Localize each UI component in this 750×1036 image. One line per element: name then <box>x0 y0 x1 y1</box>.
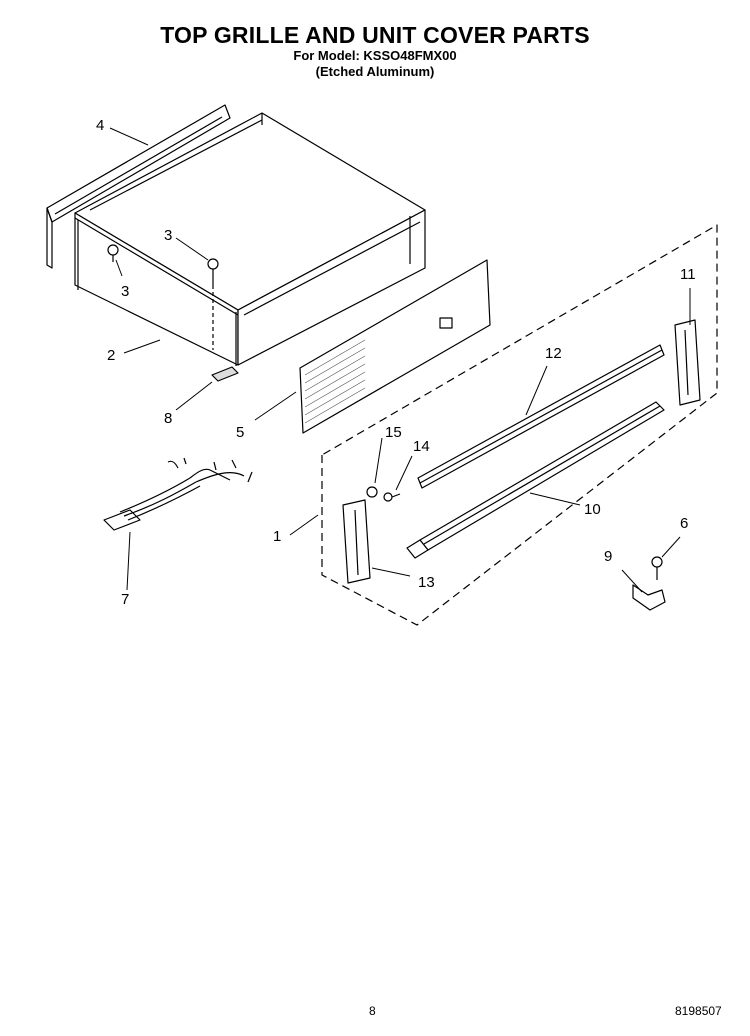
part-5-plate <box>299 259 491 434</box>
callout-9: 9 <box>604 548 612 565</box>
assembly-boundary-1 <box>321 224 718 626</box>
callout-2: 2 <box>107 347 115 364</box>
callout-15: 15 <box>385 424 402 441</box>
callout-3-lower: 3 <box>121 283 129 300</box>
model-subtitle: For Model: KSSO48FMX00 <box>293 48 457 63</box>
part-6-screw <box>651 556 663 580</box>
callout-4: 4 <box>96 117 104 134</box>
part-11-bracket <box>674 319 701 406</box>
callout-3-upper: 3 <box>164 227 172 244</box>
part-3-screw-right <box>207 258 219 350</box>
part-8-clip <box>211 366 239 382</box>
page-number: 8 <box>369 1004 376 1018</box>
callout-1: 1 <box>273 528 281 545</box>
callout-11: 11 <box>680 266 696 283</box>
callout-5: 5 <box>236 424 244 441</box>
callout-8: 8 <box>164 410 172 427</box>
callout-14: 14 <box>413 438 430 455</box>
part-4-back-flange <box>46 104 231 269</box>
callout-10: 10 <box>584 501 601 518</box>
page-title: TOP GRILLE AND UNIT COVER PARTS <box>160 22 590 48</box>
part-10-channel <box>406 401 665 559</box>
part-2-unit-cover <box>74 112 426 366</box>
callout-6: 6 <box>680 515 688 532</box>
callout-12: 12 <box>545 345 562 362</box>
document-code: 8198507 <box>675 1004 722 1018</box>
part-12-grille-strip <box>417 344 665 489</box>
part-3-screw-left <box>107 244 119 262</box>
leader-lines <box>109 127 691 593</box>
part-13-bracket <box>342 499 371 584</box>
finish-subtitle: (Etched Aluminum) <box>315 64 435 79</box>
part-15-nut <box>366 486 378 498</box>
part-9-hook <box>632 584 666 611</box>
callout-13: 13 <box>418 574 435 591</box>
part-7-heater-harness <box>103 457 253 531</box>
part-14-screw <box>383 492 401 502</box>
callout-7: 7 <box>121 591 129 608</box>
